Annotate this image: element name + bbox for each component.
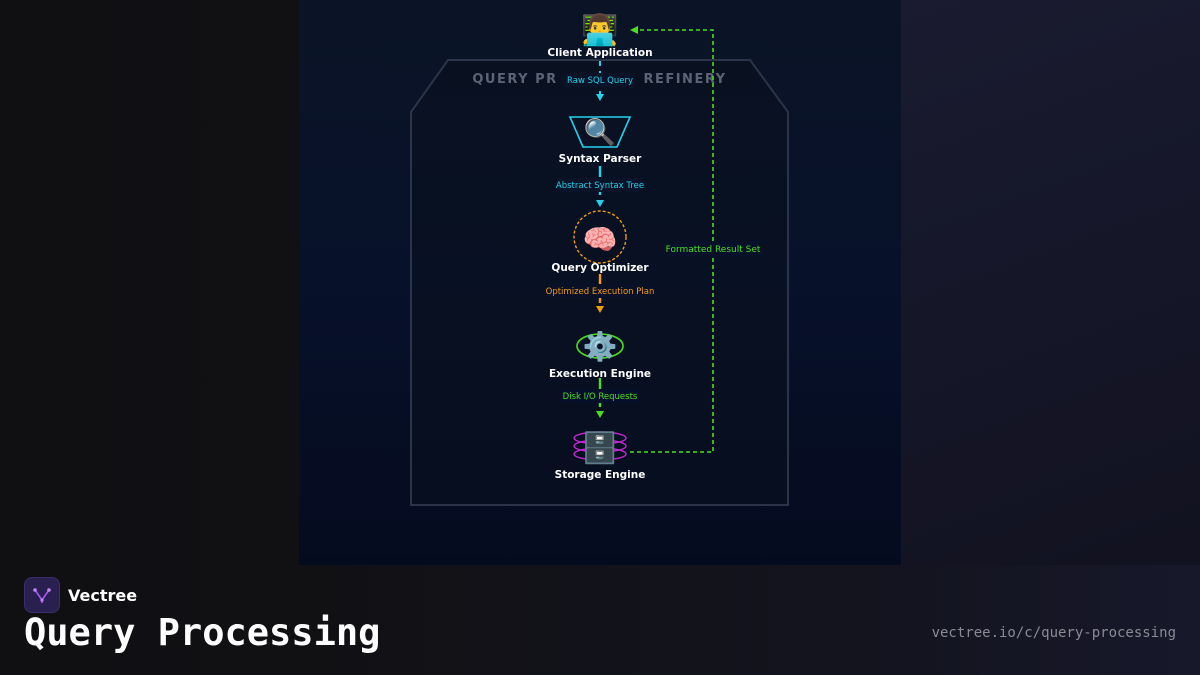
page-title: Query Processing [24, 611, 381, 654]
vectree-logo-icon [24, 577, 60, 613]
node-label-syntax-parser: Syntax Parser [559, 153, 642, 165]
edge-arrowhead-execution-plan [596, 306, 604, 313]
background-glow [900, 0, 1200, 565]
edge-label-bg [561, 389, 639, 403]
storage-rings [573, 431, 627, 461]
edge-label-bg [557, 178, 643, 192]
return-edge-arrowhead [630, 26, 638, 34]
frame-title-left: QUERY PR [472, 72, 557, 87]
node-label-query-optimizer: Query Optimizer [551, 262, 649, 274]
return-edge-label-bg [669, 241, 759, 256]
parser-shape [568, 116, 632, 148]
edge-label-ast: Abstract Syntax Tree [556, 181, 644, 191]
gear-icon: ⚙️ [583, 330, 618, 363]
page-url[interactable]: vectree.io/c/query-processing [931, 625, 1176, 641]
file-cabinet-icon: 🗄️ [581, 430, 618, 466]
return-edge-label: Formatted Result Set [666, 245, 761, 255]
edge-label-bg [547, 284, 653, 298]
footer: Vectree Query Processing vectree.io/c/qu… [0, 565, 1200, 675]
edge-label-disk-io: Disk I/O Requests [563, 392, 638, 402]
brand[interactable]: Vectree [24, 577, 137, 613]
diagram-panel: QUERY PR REFINERY Formatted Result Set 👨… [299, 0, 901, 565]
node-label-client-application: Client Application [547, 47, 652, 59]
edge-arrowhead-disk-io [596, 411, 604, 418]
node-label-storage-engine: Storage Engine [555, 469, 646, 481]
edge-label-bg [565, 73, 635, 87]
frame-title-right: REFINERY [643, 72, 726, 87]
node-label-execution-engine: Execution Engine [549, 368, 651, 380]
developer-icon: 👨‍💻 [581, 12, 618, 48]
edge-arrowhead-raw-sql [596, 94, 604, 101]
brand-name: Vectree [68, 585, 138, 605]
magnifier-icon: 🔍 [584, 115, 616, 148]
edge-label-execution-plan: Optimized Execution Plan [546, 287, 655, 297]
brain-icon: 🧠 [583, 223, 618, 256]
edge-arrowhead-ast [596, 200, 604, 207]
engine-ring [576, 333, 624, 359]
edge-label-raw-sql: Raw SQL Query [567, 76, 633, 86]
query-processing-diagram: QUERY PR REFINERY Formatted Result Set 👨… [410, 12, 789, 506]
optimizer-ring [573, 210, 627, 264]
